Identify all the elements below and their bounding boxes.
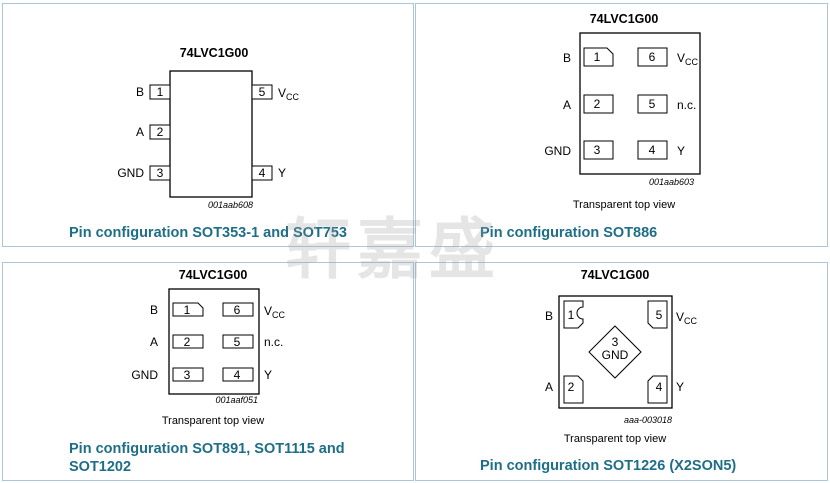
pin-label-vcc: VCC bbox=[264, 304, 286, 320]
pin-number-3: 3 bbox=[612, 335, 619, 349]
pin-label-y: Y bbox=[677, 144, 685, 158]
pad-6 bbox=[637, 47, 668, 67]
pad-2 bbox=[172, 334, 204, 349]
pin-label-b: B bbox=[545, 309, 553, 323]
pad-4 bbox=[647, 375, 668, 404]
pin-label-b: B bbox=[563, 51, 571, 65]
pin-number-3: 3 bbox=[184, 368, 191, 382]
chip-body bbox=[169, 70, 253, 198]
caption: Pin configuration SOT886 bbox=[480, 225, 658, 241]
pad-1 bbox=[563, 300, 584, 329]
pad-6 bbox=[222, 302, 254, 317]
pin-number-3: 3 bbox=[594, 143, 601, 157]
pin-label-nc: n.c. bbox=[677, 98, 696, 112]
pad-3 bbox=[583, 140, 614, 160]
panel-sot886: 74LVC1G00 1 2 3 6 5 4 B A GND VCC n.c. Y… bbox=[415, 3, 828, 247]
pad-1 bbox=[583, 47, 614, 67]
pin-number-3: 3 bbox=[157, 166, 164, 180]
pin-diagram-sot886: 74LVC1G00 1 2 3 6 5 4 B A GND VCC n.c. Y… bbox=[544, 12, 701, 211]
caption-line-2: SOT1202 bbox=[69, 459, 132, 475]
panel-sot1226: 74LVC1G00 1 5 2 4 3 GND B VCC A Y aaa-00… bbox=[415, 262, 828, 481]
pin-label-a: A bbox=[150, 335, 158, 349]
figure-id: aaa-003018 bbox=[624, 415, 672, 425]
pin-label-a: A bbox=[545, 380, 553, 394]
pad-3-gnd bbox=[588, 325, 642, 379]
pin-box-3 bbox=[149, 165, 171, 181]
panel-sot353: 74LVC1G00 1 B 2 A 3 GND 5 VCC 4 Y 001aab… bbox=[2, 3, 414, 247]
view-note: Transparent top view bbox=[573, 199, 675, 211]
pin-box-5 bbox=[251, 84, 273, 100]
pin-number-1: 1 bbox=[594, 50, 601, 64]
chip-title: 74LVC1G00 bbox=[179, 268, 248, 282]
chip-title: 74LVC1G00 bbox=[180, 46, 249, 60]
pin-number-6: 6 bbox=[649, 50, 656, 64]
pin-label-vcc: VCC bbox=[278, 86, 300, 102]
pad-5 bbox=[222, 334, 254, 349]
pin-number-5: 5 bbox=[259, 85, 266, 99]
pin-number-5: 5 bbox=[656, 308, 663, 322]
pin-number-4: 4 bbox=[259, 166, 266, 180]
pad-2 bbox=[563, 375, 584, 404]
pad-4 bbox=[222, 367, 254, 382]
caption-line-1: Pin configuration SOT891, SOT1115 and bbox=[69, 441, 345, 457]
pin-label-nc: n.c. bbox=[264, 335, 283, 349]
pin-label-y: Y bbox=[278, 166, 286, 180]
pin-number-4: 4 bbox=[649, 143, 656, 157]
pin-number-1: 1 bbox=[184, 303, 191, 317]
pin-label-gnd: GND bbox=[131, 368, 158, 382]
figure-id: 001aaf051 bbox=[215, 395, 258, 405]
caption: Pin configuration SOT353-1 and SOT753 bbox=[69, 225, 347, 241]
pad-4 bbox=[637, 140, 668, 160]
pin-label-vcc: VCC bbox=[677, 51, 699, 67]
pin-number-2: 2 bbox=[184, 335, 191, 349]
pin-label-vcc: VCC bbox=[676, 310, 698, 326]
pin-number-1: 1 bbox=[157, 85, 164, 99]
pin-number-2: 2 bbox=[568, 380, 575, 394]
pad-3 bbox=[172, 367, 204, 382]
pin-box-1 bbox=[149, 84, 171, 100]
pin-label-a: A bbox=[136, 125, 144, 139]
pin-box-2 bbox=[149, 124, 171, 140]
view-note: Transparent top view bbox=[564, 433, 666, 445]
view-note: Transparent top view bbox=[162, 415, 264, 427]
chip-title: 74LVC1G00 bbox=[581, 268, 650, 282]
pin-number-6: 6 bbox=[234, 303, 241, 317]
chip-title: 74LVC1G00 bbox=[590, 12, 659, 26]
pad-5 bbox=[647, 300, 668, 329]
pad-2 bbox=[583, 94, 614, 114]
pin-diagram-sot891: 74LVC1G00 1 2 3 6 5 4 B A GND VCC n.c. Y… bbox=[131, 268, 286, 427]
pin-number-4: 4 bbox=[656, 380, 663, 394]
pin-label-b: B bbox=[136, 85, 144, 99]
pad-1 bbox=[172, 302, 204, 317]
pin-number-5: 5 bbox=[234, 335, 241, 349]
pad-5 bbox=[637, 94, 668, 114]
pin-number-5: 5 bbox=[649, 97, 656, 111]
pin-diagram-sot1226: 74LVC1G00 1 5 2 4 3 GND B VCC A Y aaa-00… bbox=[545, 268, 698, 445]
pin-box-4 bbox=[251, 165, 273, 181]
pin-diagram-sot353: 74LVC1G00 1 B 2 A 3 GND 5 VCC 4 Y 001aab… bbox=[117, 46, 300, 210]
pin-label-y: Y bbox=[676, 380, 684, 394]
figure-id: 001aab603 bbox=[649, 177, 694, 187]
pin-label-y: Y bbox=[264, 368, 272, 382]
pin-number-2: 2 bbox=[594, 97, 601, 111]
pin-label-gnd: GND bbox=[117, 166, 144, 180]
pin-label-gnd: GND bbox=[544, 144, 571, 158]
caption: Pin configuration SOT1226 (X2SON5) bbox=[480, 458, 737, 474]
pin-label-gnd: GND bbox=[602, 348, 629, 362]
pin-label-a: A bbox=[563, 98, 571, 112]
panel-sot891: 74LVC1G00 1 2 3 6 5 4 B A GND VCC n.c. Y… bbox=[2, 262, 414, 481]
pin-number-2: 2 bbox=[157, 125, 164, 139]
pin-number-4: 4 bbox=[234, 368, 241, 382]
pin-number-1: 1 bbox=[568, 308, 575, 322]
pin-label-b: B bbox=[150, 303, 158, 317]
figure-id: 001aab608 bbox=[208, 200, 253, 210]
